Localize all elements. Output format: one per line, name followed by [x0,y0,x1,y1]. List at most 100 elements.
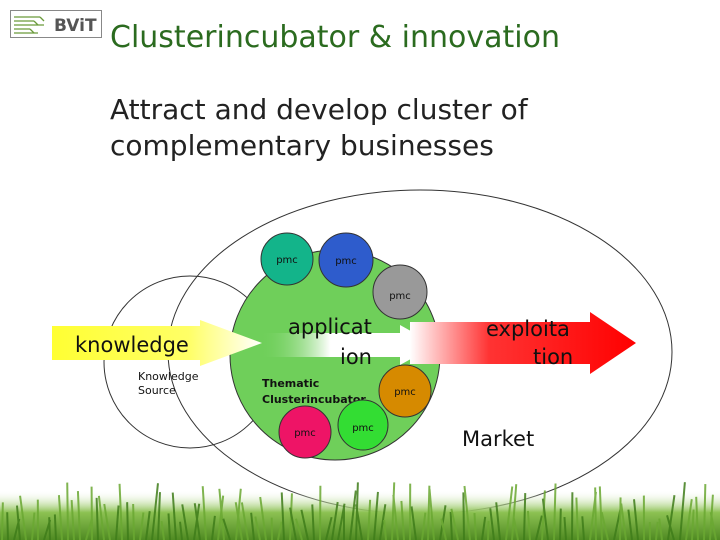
grass-blade [95,497,99,540]
grass-blade [581,516,585,540]
grass-blade [126,502,129,540]
grass-blade [160,520,165,540]
grass-blade [379,504,387,540]
grass-blade [667,495,676,540]
grass-blade [450,508,459,540]
svg-text:pmc: pmc [389,291,411,302]
pmc-node-teal: pmc [260,232,314,286]
incubator-label-line2: Clusterincubator [262,393,366,406]
grass-blade [103,503,111,540]
grass-blade [193,503,201,540]
grass-blade [76,491,81,540]
grass-blade [695,496,699,540]
knowledge-source-line2: Source [138,384,176,397]
grass-blade [594,487,597,540]
grass-blade [489,508,495,540]
knowledge-label: knowledge [75,333,189,357]
grass-blade [234,502,243,540]
exploitation-label-line2: tion [533,345,573,369]
pmc-node-blue: pmc [318,232,374,288]
grass-blade [115,505,120,540]
grass-blade [512,518,519,540]
svg-text:pmc: pmc [335,256,357,267]
grass-blade [139,512,145,540]
grass-blade [277,521,283,540]
grass-blade [259,496,267,540]
grass-blade [70,500,75,540]
grass-blade [145,511,151,540]
grass-blade [535,515,543,540]
knowledge-source-line1: Knowledge [138,370,199,383]
grass-blade [410,506,417,540]
grass-blade [311,504,315,540]
grass-blade [511,484,518,540]
grass-blade [392,494,399,540]
grass-blade [48,517,51,540]
grass-blade [167,513,171,540]
grass-blade [201,486,207,540]
grass-blade [240,502,249,540]
slide-subtitle: Attract and develop cluster of complemen… [110,93,528,162]
application-arrow [260,325,436,365]
grass-blade [691,509,695,540]
grass-blade [15,505,21,540]
grass-blade [179,521,183,540]
grass-blade [222,518,231,540]
incubator-label-line1: Thematic [262,377,319,390]
svg-text:pmc: pmc [294,428,316,439]
grass-blade [575,497,579,540]
grass-blade [300,509,309,540]
grass-blade [627,509,633,540]
pmc-node-pink: pmc [278,405,332,459]
grass-blade [157,492,161,540]
grass-blade [132,503,135,540]
grass-blade [679,482,686,540]
slide-title: Clusterincubator & innovation [110,20,560,55]
grass-blade [31,512,36,540]
grass-blade [349,490,357,540]
grass-blade [526,510,531,540]
pmc-node-orange: pmc [378,364,432,418]
grass-blade [151,483,159,540]
grass-blade [620,503,627,540]
grass-blade [53,514,57,540]
grass-blade [181,504,189,540]
grass-blade [19,495,27,540]
grass-blade [367,499,372,540]
grass-blade [541,490,546,540]
grass-blade [666,515,675,540]
svg-text:pmc: pmc [394,387,416,398]
grass-blade [495,502,501,540]
grass-blade [400,500,405,540]
grass-blade [421,512,427,540]
grass-blade [1,502,4,540]
pmc-node-green: pmc [337,399,389,451]
grass-blade [211,515,216,540]
grass-blade [250,512,255,540]
grass-blade [473,513,477,540]
grass-blade [449,511,453,540]
svg-text:pmc: pmc [352,423,374,434]
grass-blade [658,518,663,540]
grass-blade [559,508,562,540]
grass-blade [171,492,177,540]
grass-blade [553,483,557,540]
grass-blade [655,521,659,540]
exploitation-label-line1: exploita [486,317,570,341]
grass-blade [463,485,471,540]
grass-blade [703,484,707,540]
grass-blade [66,482,69,540]
grass-blade [487,520,490,540]
knowledge-arrow [52,320,262,366]
grass-blade [355,504,363,540]
grass-blade [6,512,9,540]
grass-blade [505,486,514,540]
grass-blade [541,498,549,540]
market-label: Market [462,427,534,451]
grass-blade [217,495,225,540]
exploitation-arrow [410,312,636,374]
grass-blade [383,519,387,540]
svg-text:BViT: BViT [54,16,97,36]
grass-blade [440,518,447,540]
